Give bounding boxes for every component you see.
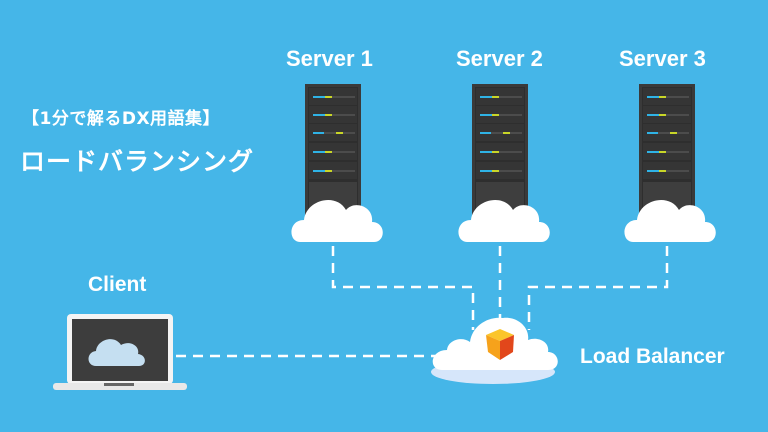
load-balancer-label: Load Balancer xyxy=(580,345,725,368)
client-laptop-icon xyxy=(53,314,187,390)
page-title: ロードバランシング xyxy=(20,147,255,176)
client-cloud-icon xyxy=(88,339,145,366)
cube-icon xyxy=(486,329,514,360)
load-balancer-cloud-icon xyxy=(431,317,558,384)
server-3-cloud-icon xyxy=(624,199,716,242)
server-1-label: Server 1 xyxy=(286,46,373,71)
server-1-connection xyxy=(331,246,475,330)
server-2-label: Server 2 xyxy=(456,46,543,71)
server-3-label: Server 3 xyxy=(619,46,706,71)
series-tag: 【1分で解るDX用語集】 xyxy=(22,109,221,129)
connection-lines xyxy=(176,246,669,358)
client-label: Client xyxy=(88,273,147,296)
server-3-connection xyxy=(527,246,669,330)
